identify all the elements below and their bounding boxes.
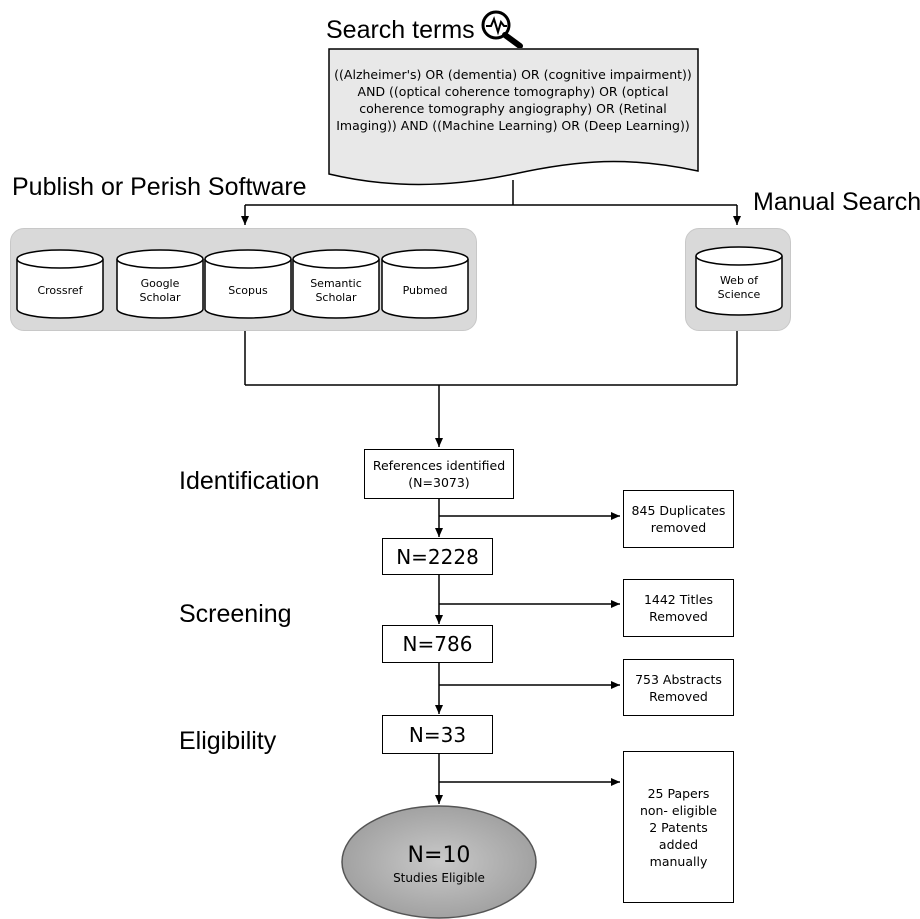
database-web-of-science: Web of Science [695, 246, 783, 316]
manual-search-label: Manual Search [753, 188, 920, 216]
search-query-document-shape [328, 48, 699, 186]
search-query-text: ((Alzheimer's) OR (dementia) OR (cogniti… [334, 67, 692, 133]
n-2228-box: N=2228 [382, 538, 493, 575]
database-cylinder-icon [16, 249, 104, 319]
abstracts-removed-box: 753 Abstracts Removed [623, 659, 734, 716]
final-studies-eligible-label: Studies Eligible [393, 871, 485, 885]
database-cylinder-icon [116, 249, 204, 319]
references-identified-box: References identified (N=3073) [364, 449, 514, 499]
n-33-box: N=33 [382, 715, 493, 754]
titles-removed-box: 1442 Titles Removed [623, 579, 734, 637]
search-terms-title: Search terms [326, 16, 475, 44]
database-semantic-scholar: Semantic Scholar [292, 249, 380, 319]
n-786-box: N=786 [382, 625, 493, 663]
database-cylinder-icon [381, 249, 469, 319]
stage-screening-label: Screening [179, 600, 292, 628]
database-google-scholar: Google Scholar [116, 249, 204, 319]
database-pubmed-label: Pubmed [402, 284, 448, 297]
database-pubmed: Pubmed [381, 249, 469, 319]
database-cylinder-icon [292, 249, 380, 319]
database-cylinder-icon [695, 246, 783, 316]
stage-identification-label: Identification [179, 467, 320, 495]
studies-eligible-ellipse [341, 805, 537, 919]
database-web-of-science-label: Web of Science [717, 274, 761, 301]
final-n-value: N=10 [407, 843, 471, 868]
database-cylinder-icon [204, 249, 292, 319]
publish-or-perish-label: Publish or Perish Software [12, 173, 307, 201]
database-semantic-scholar-label: Semantic Scholar [310, 277, 362, 304]
database-google-scholar-label: Google Scholar [139, 277, 181, 304]
duplicates-removed-box: 845 Duplicates removed [623, 490, 734, 548]
database-crossref: Crossref [16, 249, 104, 319]
database-crossref-label: Crossref [37, 284, 83, 297]
database-scopus-label: Scopus [228, 284, 268, 297]
stage-eligibility-label: Eligibility [179, 727, 277, 755]
search-magnifier-icon [481, 10, 523, 48]
noneligible-box: 25 Papers non- eligible 2 Patents added … [623, 751, 734, 903]
database-scopus: Scopus [204, 249, 292, 319]
